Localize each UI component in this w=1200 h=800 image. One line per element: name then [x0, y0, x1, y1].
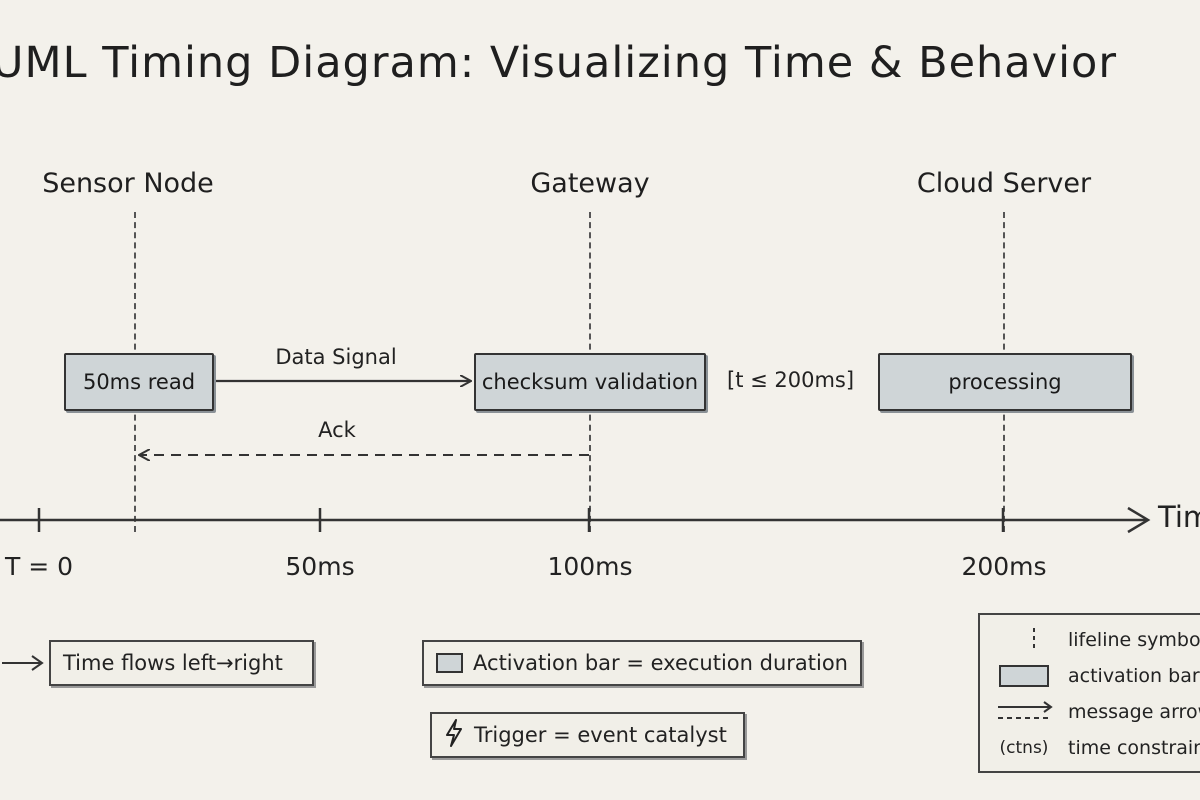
lifeline-symbol-icon — [994, 625, 1054, 655]
legend-item-message: message arrow — [980, 697, 1200, 727]
legend-item-constraint: (ctns) time constraint — [980, 733, 1200, 763]
diagram-title: UML Timing Diagram: Visualizing Time & B… — [0, 38, 1118, 88]
activation-swatch-icon — [436, 653, 464, 673]
legend-label-lifeline: lifeline symbol — [1068, 629, 1200, 651]
note-activation-text: Activation bar = execution duration — [473, 651, 848, 675]
legend-item-lifeline: lifeline symbol — [980, 625, 1200, 655]
tick-label-50ms: 50ms — [285, 552, 355, 581]
activation-bar-gateway: checksum validation — [474, 353, 706, 411]
note-trigger-text: Trigger = event catalyst — [474, 723, 727, 747]
tick-label-0: T = 0 — [4, 552, 74, 581]
note-activation-bar: Activation bar = execution duration — [422, 640, 862, 686]
time-constraint-symbol: (ctns) — [999, 738, 1049, 758]
time-constraint: [t ≤ 200ms] — [727, 368, 855, 392]
time-constraint-icon: (ctns) — [994, 733, 1054, 763]
tick-label-100ms: 100ms — [547, 552, 633, 581]
note-trigger: Trigger = event catalyst — [430, 712, 745, 758]
legend-item-activation: activation bar — [980, 661, 1200, 691]
time-axis-arrowhead — [1127, 506, 1151, 534]
activation-bar-sensor-node: 50ms read — [64, 353, 214, 411]
lifeline-label-cloud-server: Cloud Server — [916, 168, 1092, 199]
legend-label-constraint: time constraint — [1068, 737, 1200, 759]
message-arrow-icon — [994, 697, 1054, 727]
message-label-ack: Ack — [318, 418, 356, 442]
legend: lifeline symbol activation bar message a… — [978, 613, 1200, 773]
message-label-data-signal: Data Signal — [275, 345, 397, 369]
legend-label-message: message arrow — [1068, 701, 1200, 723]
activation-bar-icon — [994, 661, 1054, 691]
time-axis-label: Time — [1158, 500, 1200, 534]
time-flow-arrowhead — [31, 655, 44, 671]
lifeline-label-gateway: Gateway — [530, 168, 650, 199]
activation-bar-cloud-server: processing — [878, 353, 1132, 411]
lightning-bolt-icon — [444, 718, 464, 752]
note-time-flow-text: Time flows left→right — [63, 651, 283, 675]
legend-label-activation: activation bar — [1068, 665, 1200, 687]
lifeline-label-sensor-node: Sensor Node — [42, 168, 214, 199]
note-time-flow: Time flows left→right — [49, 640, 314, 686]
tick-label-200ms: 200ms — [961, 552, 1047, 581]
